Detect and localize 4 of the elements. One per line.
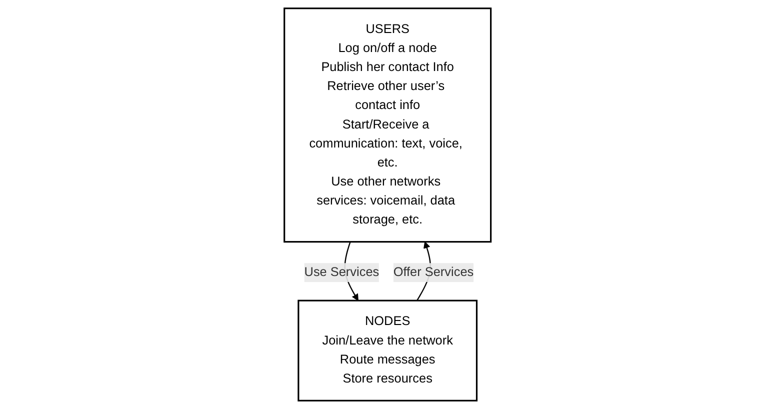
edge-label: Offer Services <box>394 265 474 279</box>
node-box: NODES Join/Leave the network Route messages Store resources <box>298 300 478 402</box>
node-box: USERS Log on/off a node Publish her contact Info Retrieve other user’s contact info Start/Receive a communication: text, voice, etc. Use other networks services: voicemail, data storage, etc. <box>284 8 492 243</box>
edge-label: Use Services <box>304 265 380 279</box>
